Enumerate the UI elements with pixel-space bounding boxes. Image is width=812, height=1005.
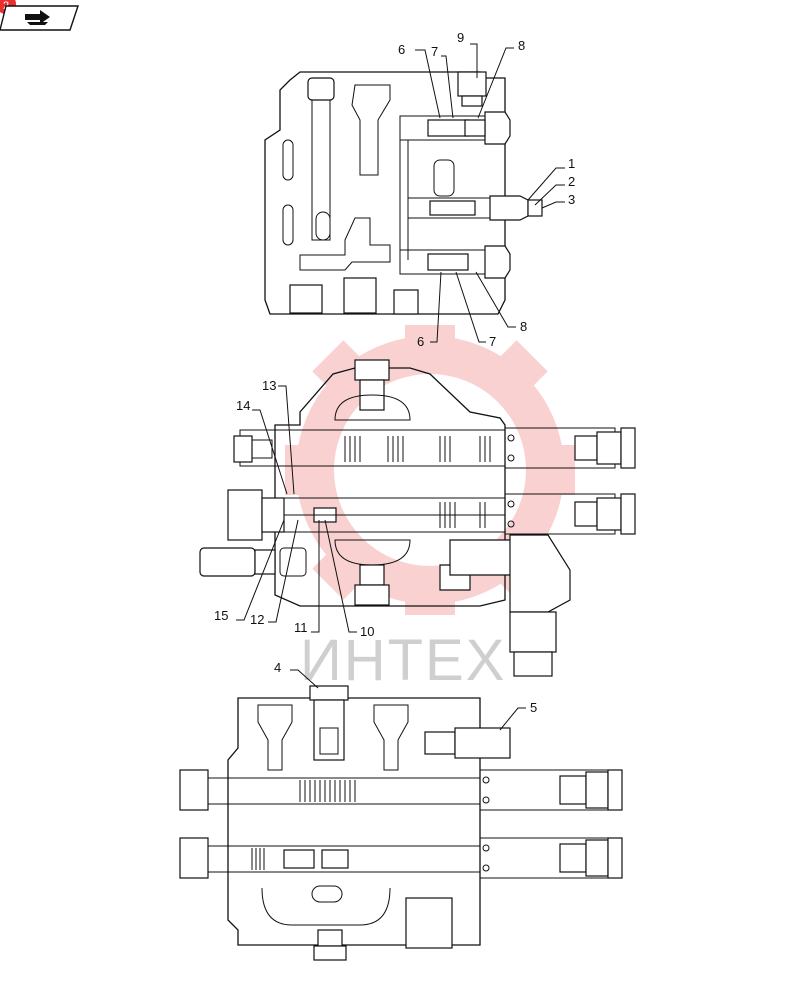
callout-7-top: 7 (431, 44, 438, 59)
callout-2: 2 (568, 174, 575, 189)
callout-13: 13 (262, 378, 276, 393)
callout-6-top: 6 (398, 42, 405, 57)
callout-10: 10 (360, 624, 374, 639)
bottom-valve-view: 4 5 (179, 660, 623, 961)
callout-9: 9 (457, 30, 464, 45)
top-valve-view: 6 7 9 8 1 2 3 6 7 8 (264, 30, 575, 349)
callout-12: 12 (250, 612, 264, 627)
callout-14: 14 (236, 398, 250, 413)
callout-6-bottom: 6 (417, 334, 424, 349)
callout-4: 4 (274, 660, 281, 675)
callout-1: 1 (568, 156, 575, 171)
watermark-text: ИНТЕХ (300, 628, 506, 693)
callout-15: 15 (214, 608, 228, 623)
callout-3: 3 (568, 192, 575, 207)
callout-8-bottom: 8 (520, 319, 527, 334)
callout-8-top: 8 (518, 38, 525, 53)
nav-button[interactable] (0, 5, 79, 31)
callout-5: 5 (530, 700, 537, 715)
callout-7-bottom: 7 (489, 334, 496, 349)
callout-11: 11 (294, 620, 308, 635)
arrow-right-icon (25, 10, 50, 25)
middle-valve-view: 13 14 15 12 11 10 (199, 359, 636, 677)
